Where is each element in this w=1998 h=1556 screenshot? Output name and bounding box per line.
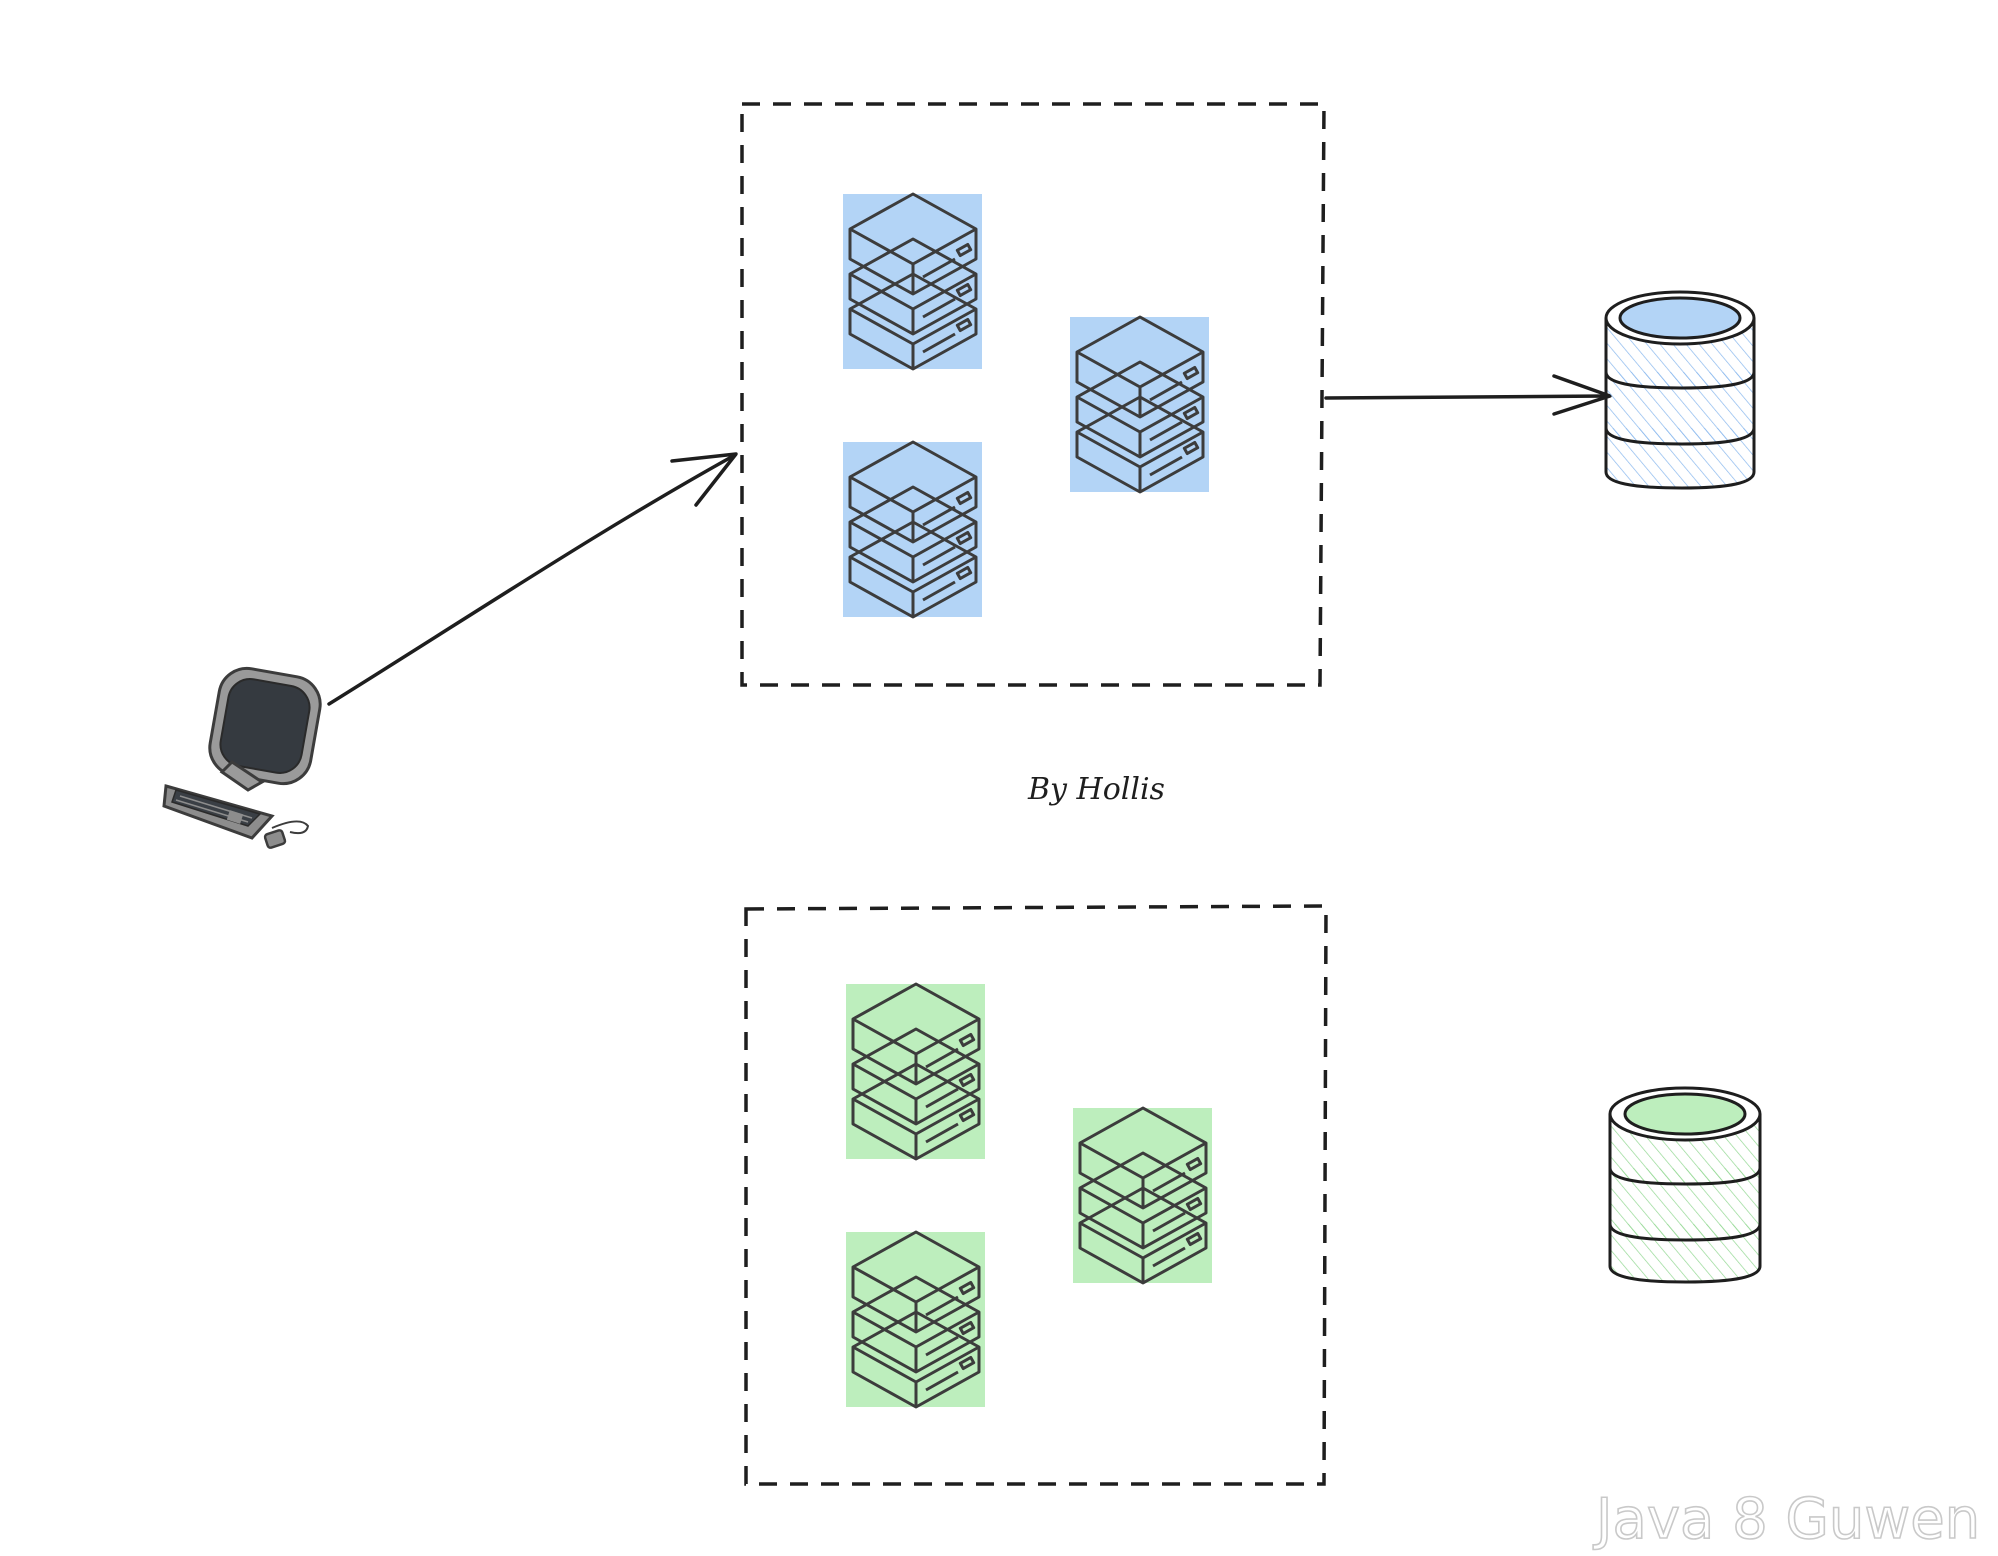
server-rack-icon [1070,315,1209,494]
server-rack-icon [846,982,985,1161]
computer-icon [162,666,322,849]
arrow-client-to-cluster [327,452,738,706]
watermark-text: Java 8 Guwen P [1593,1487,1998,1552]
arrow-cluster-to-database [1324,374,1612,416]
green-server-cluster [744,904,1328,1486]
author-label: By Hollis [1027,772,1165,807]
server-rack-icon [843,440,982,619]
server-rack-icon [843,192,982,371]
database-icon [1604,290,1756,490]
database-icon [1608,1086,1762,1284]
server-rack-icon [846,1230,985,1409]
blue-server-cluster [740,102,1326,687]
server-rack-icon [1073,1106,1212,1285]
